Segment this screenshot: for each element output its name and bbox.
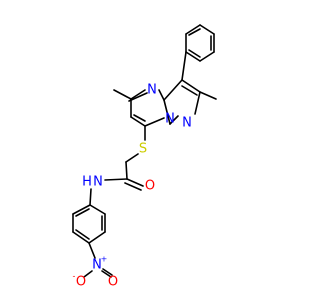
- bond-line-12: [169, 115, 179, 125]
- charge-n-nitro: +: [101, 255, 108, 264]
- atom-s-thioether: S: [139, 142, 147, 157]
- atom-o-nitro-left: O: [76, 275, 86, 290]
- bond-line-16: [199, 91, 217, 100]
- charge-o-nitro-left: -: [73, 272, 76, 281]
- atom-n-nitro: N: [92, 258, 102, 273]
- bond-line-31: [89, 188, 92, 206]
- bond-line-21: [144, 117, 165, 127]
- bond-line-30: [104, 178, 128, 181]
- bond-line-35: [88, 231, 106, 244]
- bond-line-38: [75, 208, 90, 217]
- atom-n-ring-top: N: [147, 83, 157, 98]
- bond-line-14: [163, 79, 183, 101]
- bond-line-3: [199, 51, 215, 62]
- bond-lines: [72, 24, 217, 278]
- bond-line-6: [188, 28, 201, 36]
- bond-line-8: [188, 49, 201, 58]
- bond-line-42: [83, 270, 93, 278]
- molecule-structure-diagram: N N N S O N H N + O - O: [72, 24, 217, 290]
- bond-line-32: [72, 204, 91, 215]
- bond-line-26: [125, 153, 139, 163]
- bond-line-41: [88, 242, 96, 259]
- bond-line-9: [181, 51, 187, 81]
- bond-line-0: [185, 24, 201, 35]
- bond-line-34: [72, 231, 90, 244]
- atom-nh-amide-h: H: [82, 175, 92, 190]
- bond-line-18: [130, 89, 146, 100]
- bond-line-28: [126, 178, 144, 187]
- atom-n-ring-lower: N: [165, 112, 175, 127]
- bond-line-1: [199, 24, 215, 35]
- bond-line-43: [101, 270, 112, 278]
- bond-line-15: [181, 85, 198, 96]
- bond-line-10: [181, 79, 201, 93]
- atom-n-pyrazole: N: [182, 116, 192, 131]
- atom-labels: N N N S O N H N + O - O: [73, 83, 192, 290]
- bond-line-27: [125, 161, 128, 180]
- bond-line-29: [124, 182, 142, 191]
- bond-line-39: [75, 229, 90, 240]
- bond-line-22: [128, 92, 148, 102]
- bond-line-4: [185, 51, 201, 62]
- atom-nh-amide-n: N: [93, 175, 103, 190]
- atom-o-nitro-right: O: [108, 275, 118, 290]
- bond-line-11: [194, 91, 201, 115]
- bond-line-24: [113, 89, 132, 100]
- atom-o-carbonyl: O: [145, 179, 155, 194]
- bond-line-23: [133, 114, 146, 122]
- bond-line-17: [158, 89, 165, 101]
- bond-line-20: [130, 116, 146, 127]
- bond-line-44: [102, 268, 113, 276]
- bond-line-13: [163, 99, 171, 125]
- bond-line-37: [89, 204, 106, 215]
